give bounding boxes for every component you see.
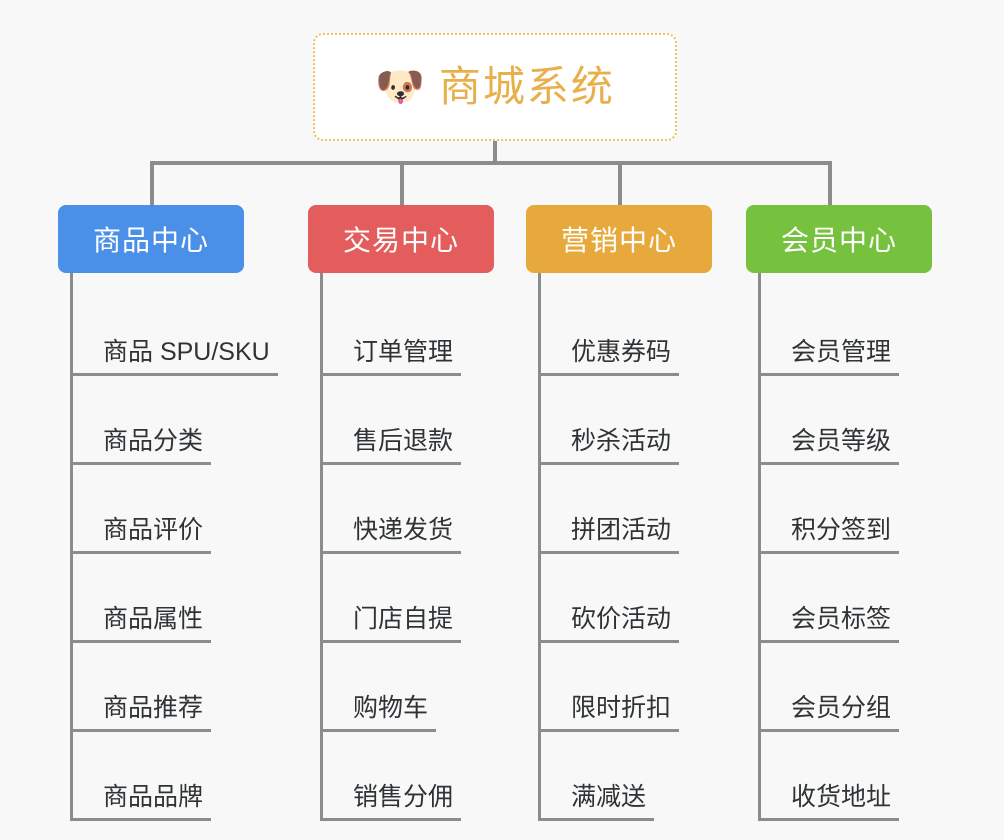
branch-header-label-3: 营销中心: [560, 225, 677, 256]
list-item[interactable]: 限时折扣: [538, 643, 712, 732]
leaf-label: 砍价活动: [538, 605, 680, 643]
list-item[interactable]: 秒杀活动: [538, 376, 712, 465]
leaf-spine-1: [70, 273, 73, 821]
leaf-label: 会员分组: [758, 694, 900, 732]
branch-header-4[interactable]: 会员中心: [746, 205, 932, 273]
leaf-list-4: 会员管理 会员等级 积分签到 会员标签 会员分组 收货地址: [758, 273, 932, 821]
leaf-list-2: 订单管理 售后退款 快递发货 门店自提 购物车 销售分佣: [320, 273, 494, 821]
leaf-spine-2: [320, 273, 323, 821]
branch-header-1[interactable]: 商品中心: [58, 205, 244, 273]
branch-header-label-1: 商品中心: [92, 225, 209, 256]
list-item[interactable]: 商品评价: [70, 465, 278, 554]
leaf-label: 购物车: [320, 694, 437, 732]
leaf-label: 订单管理: [320, 338, 462, 376]
list-item[interactable]: 售后退款: [320, 376, 494, 465]
list-item[interactable]: 快递发货: [320, 465, 494, 554]
branch-header-3[interactable]: 营销中心: [526, 205, 712, 273]
leaf-label: 快递发货: [320, 516, 462, 554]
leaf-label: 收货地址: [758, 783, 900, 821]
branch-column-1: 商品中心 商品 SPU/SKU 商品分类 商品评价 商品属性 商品推荐 商品品牌: [58, 205, 278, 821]
leaf-label: 满减送: [538, 783, 655, 821]
leaf-list-1: 商品 SPU/SKU 商品分类 商品评价 商品属性 商品推荐 商品品牌: [70, 273, 278, 821]
connector-bus: [150, 161, 832, 165]
list-item[interactable]: 会员管理: [758, 287, 932, 376]
list-item[interactable]: 商品 SPU/SKU: [70, 287, 278, 376]
list-item[interactable]: 砍价活动: [538, 554, 712, 643]
list-item[interactable]: 商品属性: [70, 554, 278, 643]
list-item[interactable]: 销售分佣: [320, 732, 494, 821]
leaf-label: 商品评价: [70, 516, 212, 554]
list-item[interactable]: 优惠券码: [538, 287, 712, 376]
leaf-label: 商品分类: [70, 427, 212, 465]
root-node[interactable]: 🐶 商城系统: [313, 33, 677, 141]
list-item[interactable]: 会员标签: [758, 554, 932, 643]
branch-column-3: 营销中心 优惠券码 秒杀活动 拼团活动 砍价活动 限时折扣 满减送: [526, 205, 712, 821]
leaf-spine-3: [538, 273, 541, 821]
leaf-label: 门店自提: [320, 605, 462, 643]
list-item[interactable]: 商品推荐: [70, 643, 278, 732]
branch-column-2: 交易中心 订单管理 售后退款 快递发货 门店自提 购物车 销售分佣: [308, 205, 494, 821]
branch-header-label-4: 会员中心: [780, 225, 897, 256]
leaf-label: 会员等级: [758, 427, 900, 465]
shiba-dog-emoji: 🐶: [375, 65, 425, 109]
leaf-label: 积分签到: [758, 516, 900, 554]
connector-root-stem: [493, 141, 497, 163]
leaf-label: 销售分佣: [320, 783, 462, 821]
leaf-label: 优惠券码: [538, 338, 680, 376]
root-title: 商城系统: [438, 63, 615, 110]
leaf-label: 会员标签: [758, 605, 900, 643]
leaf-label: 商品 SPU/SKU: [70, 338, 278, 376]
list-item[interactable]: 门店自提: [320, 554, 494, 643]
leaf-label: 拼团活动: [538, 516, 680, 554]
list-item[interactable]: 商品品牌: [70, 732, 278, 821]
leaf-label: 售后退款: [320, 427, 462, 465]
connector-drop-3: [618, 161, 622, 205]
leaf-label: 商品推荐: [70, 694, 212, 732]
list-item[interactable]: 会员分组: [758, 643, 932, 732]
list-item[interactable]: 拼团活动: [538, 465, 712, 554]
list-item[interactable]: 收货地址: [758, 732, 932, 821]
connector-drop-4: [828, 161, 832, 205]
list-item[interactable]: 满减送: [538, 732, 712, 821]
branch-column-4: 会员中心 会员管理 会员等级 积分签到 会员标签 会员分组 收货地址: [746, 205, 932, 821]
leaf-label: 商品品牌: [70, 783, 212, 821]
list-item[interactable]: 商品分类: [70, 376, 278, 465]
list-item[interactable]: 购物车: [320, 643, 494, 732]
leaf-label: 商品属性: [70, 605, 212, 643]
leaf-list-3: 优惠券码 秒杀活动 拼团活动 砍价活动 限时折扣 满减送: [538, 273, 712, 821]
connector-drop-1: [150, 161, 154, 205]
list-item[interactable]: 积分签到: [758, 465, 932, 554]
leaf-label: 会员管理: [758, 338, 900, 376]
branch-header-label-2: 交易中心: [342, 225, 459, 256]
leaf-label: 秒杀活动: [538, 427, 680, 465]
connector-drop-2: [400, 161, 404, 205]
list-item[interactable]: 会员等级: [758, 376, 932, 465]
list-item[interactable]: 订单管理: [320, 287, 494, 376]
leaf-label: 限时折扣: [538, 694, 680, 732]
branch-header-2[interactable]: 交易中心: [308, 205, 494, 273]
leaf-spine-4: [758, 273, 761, 821]
